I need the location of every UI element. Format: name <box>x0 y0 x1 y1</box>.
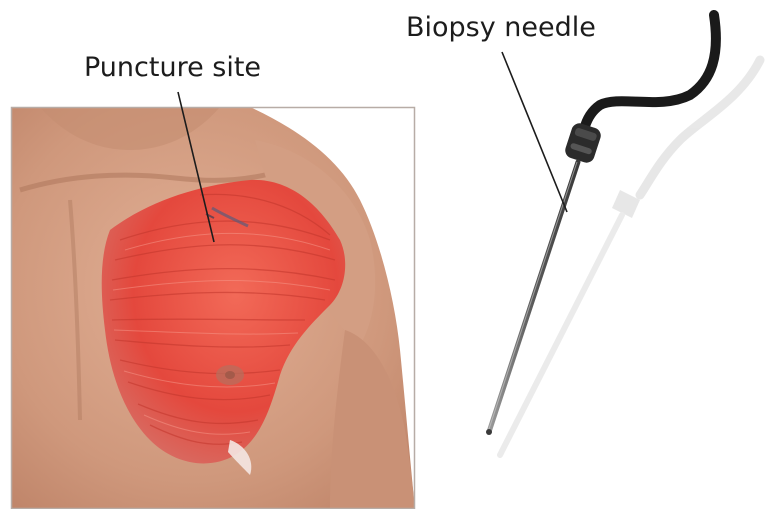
needle-reflection <box>500 60 760 455</box>
needle-cable <box>583 15 716 135</box>
chest-illustration <box>11 107 415 509</box>
needle-hub <box>563 121 603 165</box>
needle-leader-line <box>502 52 567 212</box>
biopsy-needle <box>486 15 716 435</box>
puncture-site-label: Puncture site <box>84 52 261 83</box>
biopsy-needle-label: Biopsy needle <box>406 12 596 43</box>
needle-tip <box>486 429 492 435</box>
